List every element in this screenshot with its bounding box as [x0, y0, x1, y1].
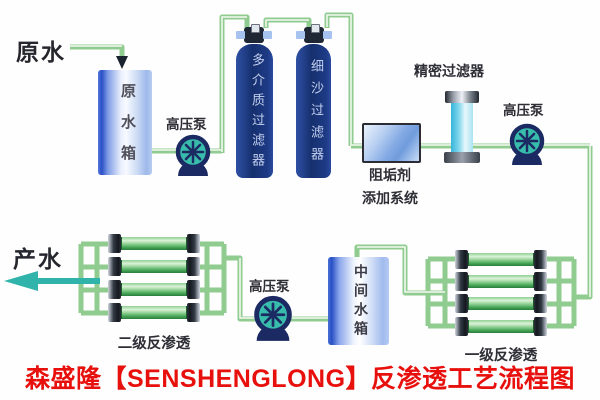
membrane-endcap: [455, 250, 468, 269]
filter1-top-fitting: [251, 24, 260, 33]
diagram-caption: 森盛隆【SENSHENGLONG】反渗透工艺流程图: [24, 365, 576, 393]
ro1-membrane-tube: [455, 250, 547, 269]
membrane-body: [468, 253, 534, 266]
pipe-raw-inlet: [70, 44, 125, 56]
membrane-body: [468, 275, 534, 288]
antiscalant-label-line2: 添加系统: [362, 190, 418, 206]
high-pressure-pump-1: [175, 134, 211, 176]
filter2-top-fitting: [311, 24, 320, 33]
membrane-endcap: [534, 272, 547, 291]
ro2-membrane-tube: [108, 303, 200, 322]
membrane-endcap: [108, 303, 121, 322]
ro2-membrane-tube: [108, 234, 200, 253]
membrane-body: [121, 306, 187, 319]
pump1-hub: [190, 149, 196, 155]
ro2-membrane-tube: [108, 280, 200, 299]
pipe-ro1-right-manifold: [546, 256, 577, 329]
pump3-hub: [269, 311, 277, 318]
product-water-arrow: [4, 271, 38, 291]
membrane-endcap: [108, 234, 121, 253]
filter1-right-port: [263, 31, 272, 39]
ro1-membrane-tube: [455, 317, 547, 336]
membrane-endcap: [187, 234, 200, 253]
membrane-endcap: [455, 317, 468, 336]
precision-filter-bottom-flange: [444, 152, 480, 163]
precision-filter-body: [451, 100, 473, 155]
membrane-endcap: [455, 294, 468, 313]
multimedia-filter-vessel: [236, 44, 273, 178]
raw-inlet-arrow: [116, 56, 128, 69]
fine-sand-filter-vessel: [296, 44, 331, 178]
ro2-membrane-tube: [108, 257, 200, 276]
fine-sand-filter-label: 细沙过滤器: [309, 59, 324, 169]
filter2-left-port: [296, 31, 305, 39]
high-pressure-pump-2: [509, 123, 545, 165]
antiscalant-label-line1: 阻垢剂: [369, 167, 411, 183]
multimedia-filter-label: 多介质过滤器: [250, 53, 265, 173]
ro1-membrane-tube: [455, 272, 547, 291]
membrane-endcap: [187, 303, 200, 322]
pipe-ro2-right-manifold: [199, 241, 227, 316]
raw-water-label: 原水: [16, 39, 66, 65]
membrane-endcap: [534, 294, 547, 313]
membrane-body: [468, 320, 534, 333]
pipe-ro2-left-manifold: [78, 241, 109, 316]
membrane-endcap: [108, 257, 121, 276]
filter1-left-port: [236, 31, 245, 39]
product-water-label: 产水: [13, 246, 63, 272]
hp-pump-1-label: 高压泵: [166, 117, 207, 132]
membrane-body: [468, 297, 534, 310]
hp-pump-3-label: 高压泵: [249, 279, 290, 294]
antiscalant-dosing-box: [362, 123, 421, 163]
pipe-filter1-to-filter2: [263, 17, 312, 28]
raw-water-tank: [98, 70, 152, 175]
pump2-hub: [524, 138, 530, 144]
raw-water-tank-label: 原水箱: [119, 83, 136, 176]
pipe-ro1-left-manifold: [425, 256, 456, 329]
ro-stage2-label: 二级反渗透: [117, 336, 191, 352]
intermediate-tank: [328, 257, 389, 345]
membrane-endcap: [534, 250, 547, 269]
high-pressure-pump-3: [254, 295, 292, 341]
membrane-endcap: [455, 272, 468, 291]
membrane-endcap: [187, 257, 200, 276]
membrane-endcap: [534, 317, 547, 336]
membrane-endcap: [108, 280, 121, 299]
ro-stage1-label: 一级反渗透: [464, 348, 538, 364]
precision-filter-top-flange: [445, 91, 479, 103]
membrane-endcap: [187, 280, 200, 299]
ro1-membrane-tube: [455, 294, 547, 313]
hp-pump-2-label: 高压泵: [503, 103, 544, 118]
pipe-highlight-b: [239, 246, 445, 319]
precision-filter-label: 精密过滤器: [414, 63, 484, 79]
intermediate-tank-label: 中间水箱: [353, 264, 369, 340]
membrane-body: [121, 283, 187, 296]
membrane-body: [121, 260, 187, 273]
membrane-body: [121, 237, 187, 250]
filter2-right-port: [323, 31, 332, 39]
